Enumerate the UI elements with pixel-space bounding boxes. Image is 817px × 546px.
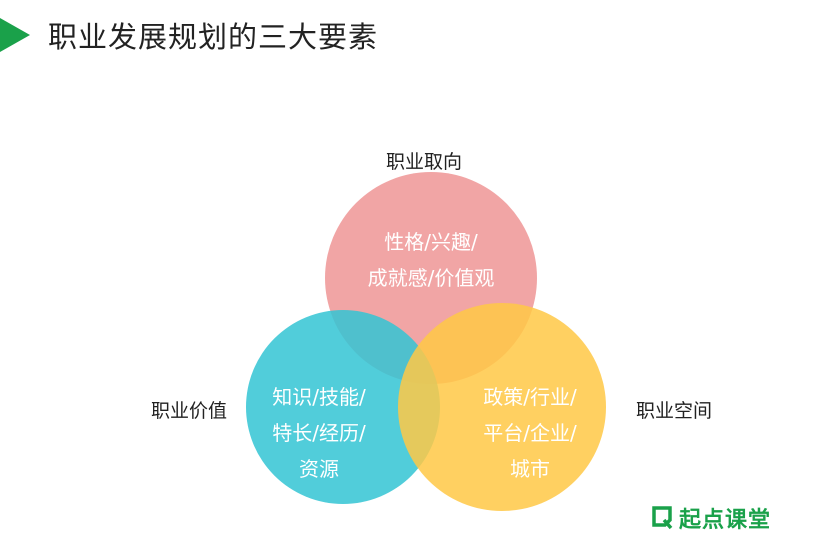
value-line-1: 知识/技能/ xyxy=(272,385,366,409)
circle-space-text: 政策/行业/ 平台/企业/ 城市 xyxy=(455,379,605,487)
label-career-space: 职业空间 xyxy=(636,400,713,422)
value-line-2: 特长/经历/ xyxy=(272,421,366,445)
circle-career-space xyxy=(398,303,606,511)
space-line-1: 政策/行业/ xyxy=(483,385,577,409)
brand-logo: 起点课堂 xyxy=(651,502,771,534)
brand-name: 起点课堂 xyxy=(679,508,772,533)
orientation-line-2: 成就感/价值观 xyxy=(367,266,495,290)
title-arrow-icon xyxy=(0,18,30,52)
space-line-3: 城市 xyxy=(510,457,550,481)
brand-mark-icon xyxy=(652,506,673,530)
circle-value-text: 知识/技能/ 特长/经历/ 资源 xyxy=(244,379,394,487)
space-line-2: 平台/企业/ xyxy=(483,421,577,445)
value-line-3: 资源 xyxy=(299,457,339,481)
circle-career-value xyxy=(246,310,440,504)
page-title: 职业发展规划的三大要素 xyxy=(48,20,379,54)
label-career-value: 职业价值 xyxy=(151,400,228,422)
label-career-orientation: 职业取向 xyxy=(386,151,463,173)
circle-orientation-text: 性格/兴趣/ 成就感/价值观 xyxy=(331,224,531,296)
orientation-line-1: 性格/兴趣/ xyxy=(384,230,478,254)
